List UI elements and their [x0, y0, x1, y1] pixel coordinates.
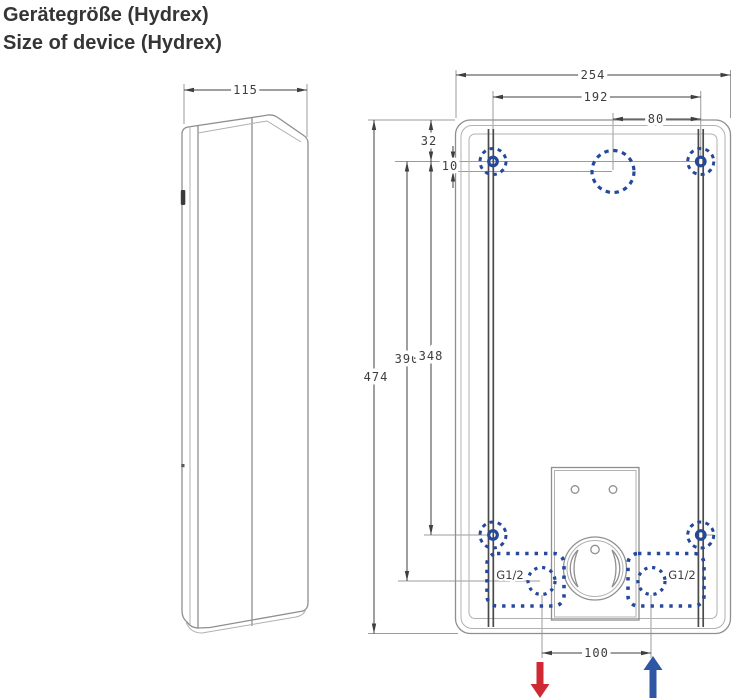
inlet-connection-marker — [636, 565, 667, 597]
dim-holes-to-cable: 10 — [438, 146, 461, 188]
title-english: Size of device (Hydrex) — [3, 32, 222, 54]
cable-entry-marker — [590, 148, 636, 195]
side-view — [180, 114, 309, 634]
outlet-zone — [485, 551, 566, 608]
svg-text:32: 32 — [421, 134, 437, 148]
dim-hole-spacing-horizontal: 192 — [493, 87, 701, 108]
dim-top-to-holes: 32 — [417, 120, 440, 535]
dim-cable-offset: 80 — [613, 109, 701, 130]
dim-height: 474 — [360, 120, 391, 634]
mounting-hole-marker-bottom-right — [686, 520, 716, 550]
dim-connection-spacing: 100 — [542, 643, 651, 664]
connection-panel — [550, 466, 640, 621]
markers: G1/2 G1/2 — [478, 147, 716, 608]
side-latch-detail — [180, 190, 186, 205]
dim-hole-spacing-vertical: 348 — [415, 161, 446, 535]
svg-text:192: 192 — [584, 90, 609, 104]
title-german: Gerätegröße (Hydrex) — [3, 4, 209, 26]
mounting-hole-marker-bottom-left — [478, 520, 508, 550]
svg-text:80: 80 — [648, 112, 664, 126]
inlet-zone — [626, 551, 706, 608]
cold-water-inlet-arrow-icon — [643, 656, 663, 698]
panel-screw-left — [570, 485, 580, 494]
panel-screw-right — [608, 485, 618, 494]
front-view — [454, 119, 732, 635]
inlet-thread-label: G1/2 — [668, 568, 695, 582]
dimensions: 115 254 192 80 — [184, 65, 731, 664]
dim-holes-to-connections: 390 — [391, 161, 422, 581]
mounting-hole-marker-top-left — [478, 147, 508, 176]
dim-depth: 115 — [184, 80, 307, 101]
svg-text:254: 254 — [581, 68, 606, 82]
svg-text:474: 474 — [364, 370, 389, 384]
outlet-thread-label: G1/2 — [496, 568, 523, 582]
svg-text:10: 10 — [442, 159, 458, 173]
mounting-rails — [487, 129, 705, 627]
svg-text:390: 390 — [395, 352, 420, 366]
diagram-title: Gerätegröße (Hydrex) Size of device (Hyd… — [3, 1, 222, 57]
valve-knob — [562, 536, 628, 601]
outlet-connection-marker — [526, 565, 557, 597]
svg-text:348: 348 — [419, 349, 444, 363]
svg-text:115: 115 — [233, 83, 258, 97]
svg-text:100: 100 — [584, 646, 609, 660]
hot-water-outlet-arrow-icon — [530, 662, 550, 698]
side-seam-detail — [181, 464, 185, 468]
mounting-hole-marker-top-right — [686, 147, 716, 176]
dim-width: 254 — [456, 65, 731, 86]
